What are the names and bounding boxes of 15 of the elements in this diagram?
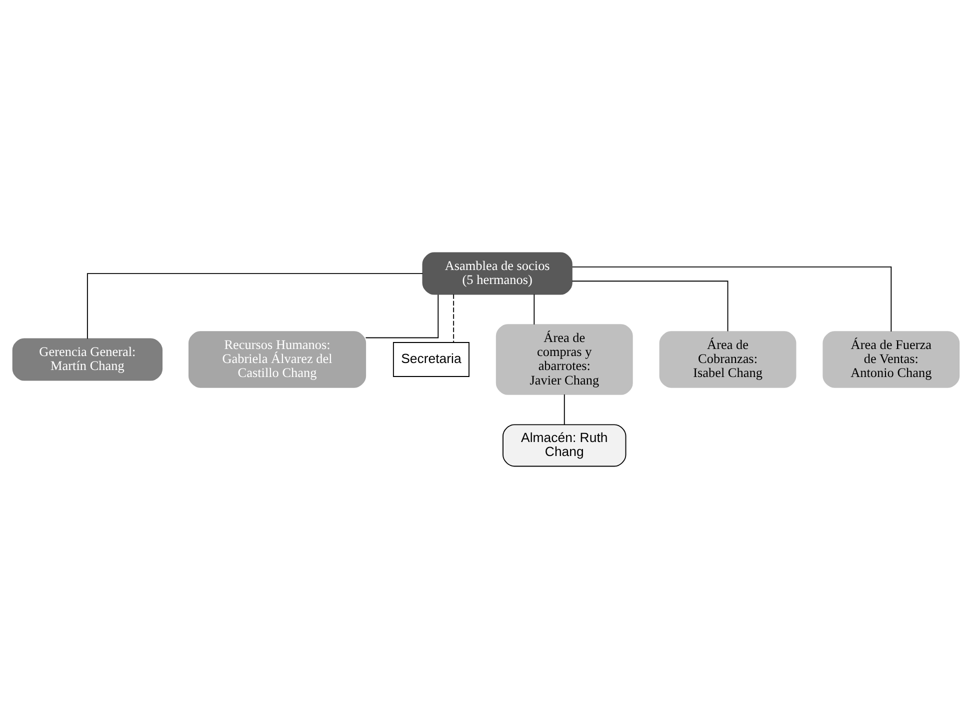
connector [564,394,565,426]
connector [453,294,454,343]
node-box: Secretaria [392,342,470,377]
node-box: Área de Cobranzas: Isabel Chang [659,331,796,388]
node-box: Gerencia General: Martín Chang [12,338,163,381]
node-box: Área de compras y abarrotes: Javier Chang [496,324,633,395]
node-box: Área de Fuerza de Ventas: Antonio Chang [822,331,960,388]
connector [365,294,439,338]
node-box: Asamblea de socios (5 hermanos) [422,252,572,295]
node-box: Recursos Humanos: Gabriela Álvarez del Castillo Chang [188,331,366,388]
connector [572,266,892,332]
connector [534,294,535,325]
node-box: Almacén: Ruth Chang [502,424,626,467]
connector [86,273,424,340]
connector [572,280,728,332]
